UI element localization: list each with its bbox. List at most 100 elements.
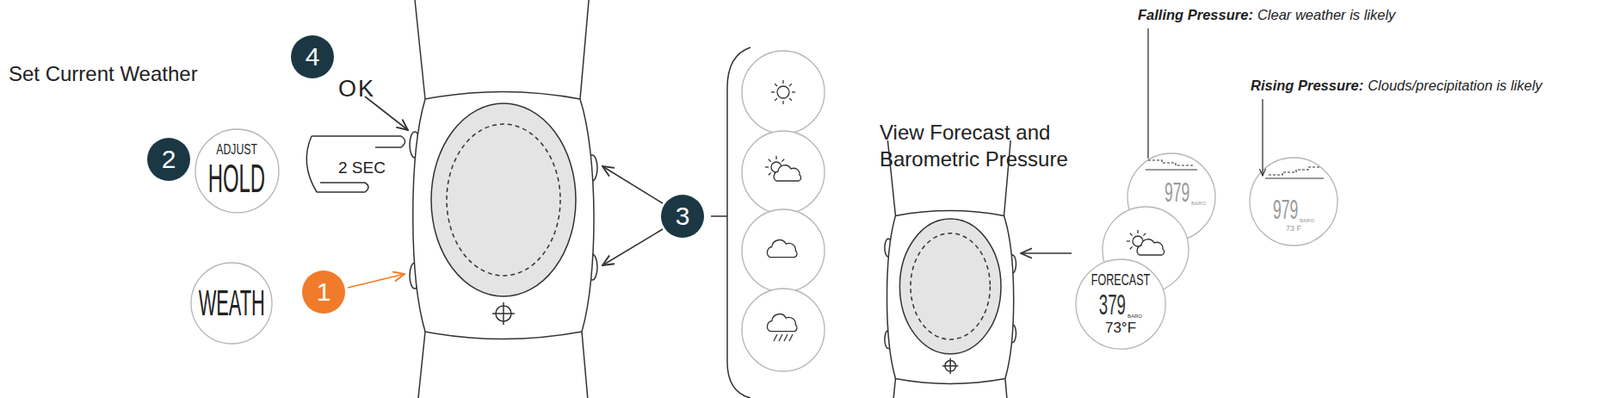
display-text: 2 bbox=[161, 146, 177, 173]
sun-ray bbox=[1145, 240, 1150, 241]
display-text: FORECAST bbox=[1091, 271, 1151, 288]
crosshair-button bbox=[492, 302, 515, 325]
cloud-shape bbox=[766, 240, 797, 258]
text-row: 979BARO bbox=[1272, 195, 1315, 223]
callout-number-shape bbox=[302, 270, 346, 314]
text-row: ADJUST bbox=[215, 142, 259, 157]
hand-palm bbox=[306, 135, 317, 192]
icon-dial bbox=[741, 130, 825, 214]
display-dial: FORECAST379BARO73°F bbox=[1074, 258, 1167, 350]
note-text: Clear weather is likely bbox=[1257, 6, 1396, 25]
text-row: 3 bbox=[675, 203, 691, 229]
rain-drop bbox=[784, 333, 788, 341]
display-dial-shape bbox=[195, 129, 279, 213]
callout-number-shape bbox=[661, 194, 705, 238]
display-text: BARO bbox=[1191, 200, 1206, 206]
display-text: BARO bbox=[1299, 217, 1315, 223]
watch-body bbox=[413, 92, 594, 340]
display-text: 73 F bbox=[1285, 224, 1302, 233]
cloud-shape bbox=[773, 165, 802, 181]
watch-body bbox=[887, 210, 1014, 384]
icon-dial bbox=[741, 50, 825, 134]
cloud-shape bbox=[1136, 239, 1165, 255]
icon-dial bbox=[741, 209, 825, 292]
pointer-arrow bbox=[602, 228, 663, 266]
watch-bezel bbox=[899, 218, 1001, 354]
display-dial-shape bbox=[1127, 153, 1216, 241]
pointer-arrow bbox=[347, 273, 405, 288]
text-row: 2 bbox=[161, 146, 177, 173]
note-heading: Falling Pressure: bbox=[1137, 6, 1254, 25]
text-row: HOLD bbox=[203, 158, 271, 198]
display-text: ADJUST bbox=[216, 142, 258, 157]
watch-strap bbox=[1005, 378, 1013, 398]
node-content: 1 bbox=[301, 269, 346, 315]
callout-number: 2 bbox=[146, 136, 192, 182]
watch-strap bbox=[581, 331, 592, 398]
sun-ray bbox=[1142, 246, 1146, 249]
display-text: 979 bbox=[1164, 178, 1190, 206]
display-text: 979 bbox=[1272, 195, 1298, 223]
sun-ray bbox=[775, 155, 777, 160]
sun-ray bbox=[768, 159, 772, 162]
text-row: 73 F bbox=[1285, 224, 1302, 233]
display-dial: WEATH bbox=[190, 261, 273, 345]
callout-number-shape bbox=[147, 137, 191, 181]
note-heading: Rising Pressure: bbox=[1250, 76, 1364, 95]
node-content: 979BARO bbox=[1140, 147, 1230, 237]
text-row: 1 bbox=[316, 278, 332, 305]
display-dial-shape bbox=[1075, 259, 1166, 349]
node-content: ADJUSTHOLD bbox=[194, 128, 280, 214]
display-text: HOLD bbox=[208, 158, 266, 198]
sun-ray bbox=[789, 83, 792, 87]
rain-drop bbox=[778, 333, 783, 341]
sun-ray bbox=[782, 100, 784, 105]
sun-ray bbox=[789, 98, 792, 101]
cloud-icon bbox=[766, 240, 797, 258]
sun-ray bbox=[765, 166, 769, 167]
sun-ray bbox=[1142, 233, 1146, 236]
callout-number: 4 bbox=[290, 34, 335, 80]
cloud-icon bbox=[773, 165, 802, 181]
text-row: 73°F bbox=[1105, 320, 1137, 335]
display-dial-shape bbox=[1249, 157, 1338, 246]
display-dial-shape bbox=[191, 262, 272, 344]
text-row: WEATH bbox=[191, 284, 272, 322]
display-dial: ADJUSTHOLD bbox=[194, 128, 280, 214]
sun-ray bbox=[791, 91, 796, 93]
callout-number: 1 bbox=[301, 269, 346, 315]
cloud-icon bbox=[766, 314, 797, 332]
display-text: 4 bbox=[305, 43, 321, 70]
sun-ray bbox=[782, 80, 784, 84]
display-text: 1 bbox=[316, 278, 332, 305]
sun-icon bbox=[1132, 235, 1143, 247]
hand-finger bbox=[311, 135, 406, 148]
display-text: 379 bbox=[1099, 289, 1126, 319]
sun-ray bbox=[1126, 240, 1131, 241]
sun-ray bbox=[1136, 248, 1138, 253]
watch-display bbox=[910, 233, 990, 340]
watch-figure bbox=[884, 140, 1017, 398]
pointer-arrow bbox=[602, 166, 663, 204]
callout-number-shape bbox=[290, 35, 334, 79]
display-dial: 979BARO bbox=[1126, 152, 1217, 242]
section-title: View Forecast and Barometric Pressure bbox=[879, 118, 1112, 173]
section-title: Set Current Weather bbox=[8, 60, 198, 87]
text-row: 379BARO bbox=[1099, 289, 1143, 319]
button-label: OK bbox=[338, 74, 376, 105]
sun-ray bbox=[771, 91, 775, 93]
watch-strap bbox=[580, 0, 590, 99]
watch-strap bbox=[887, 378, 896, 398]
text-row: FORECAST bbox=[1088, 271, 1153, 288]
rain-drop bbox=[789, 333, 793, 341]
sun-ray bbox=[768, 172, 772, 175]
display-dial: 979BARO73 F bbox=[1248, 156, 1339, 247]
cloud-icon bbox=[1136, 239, 1165, 255]
rain-drop bbox=[773, 333, 778, 341]
note-text: Clouds/precipitation is likely bbox=[1367, 76, 1543, 95]
sun-ray bbox=[1130, 246, 1133, 249]
sun-ray bbox=[1130, 233, 1133, 236]
node-content: 4 bbox=[290, 34, 335, 80]
node-content: FORECAST379BARO73°F bbox=[1074, 258, 1167, 350]
